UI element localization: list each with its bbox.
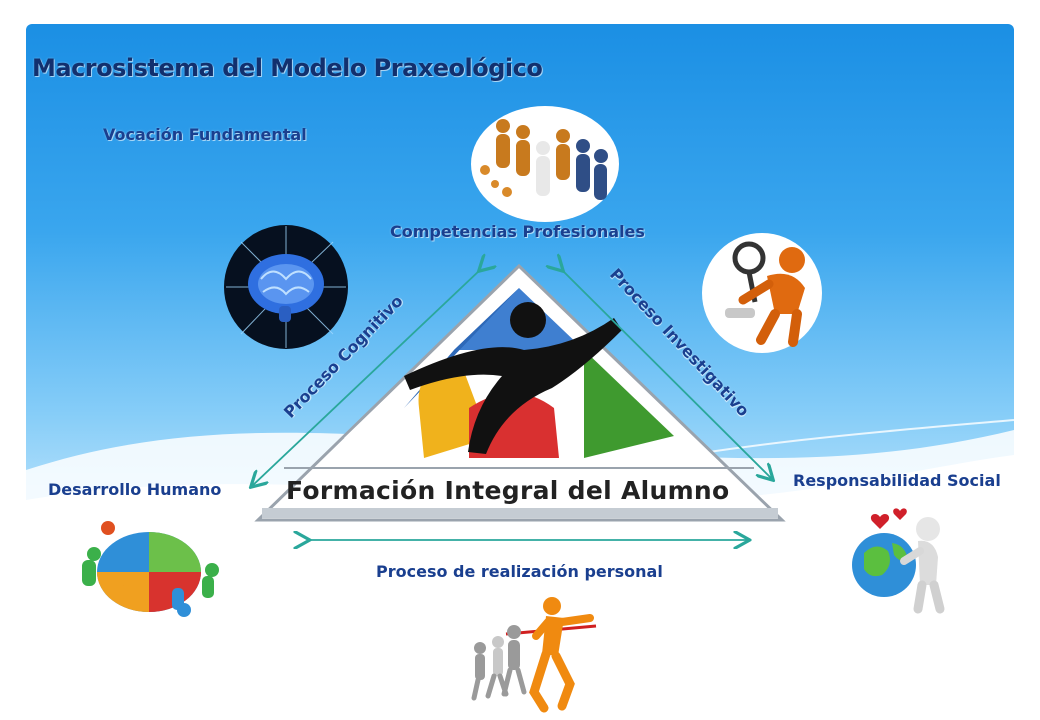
puzzle-icon <box>82 521 219 617</box>
runner-icon <box>471 597 597 713</box>
team-icon <box>471 106 619 222</box>
arrow-investigativo <box>562 270 772 479</box>
responsabilidad-social-label: Responsabilidad Social <box>793 471 1001 490</box>
desarrollo-humano-label: Desarrollo Humano <box>48 480 222 499</box>
competencias-label: Competencias Profesionales <box>390 222 645 241</box>
arrow-cognitivo <box>252 270 480 486</box>
slide-title: Macrosistema del Modelo Praxeológico <box>32 54 543 82</box>
globe-figure-icon <box>852 508 945 614</box>
vocacion-label: Vocación Fundamental <box>103 125 307 144</box>
proceso-realizacion-label: Proceso de realización personal <box>376 562 663 581</box>
